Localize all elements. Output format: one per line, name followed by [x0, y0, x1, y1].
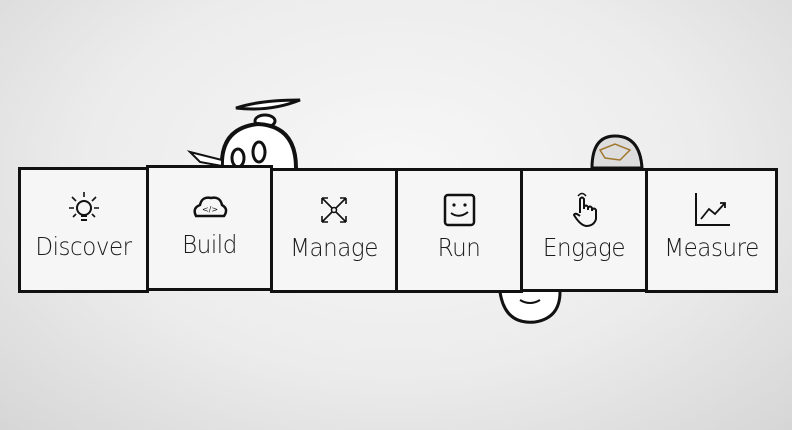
- step-label: Build: [182, 230, 237, 259]
- step-label: Measure: [664, 233, 759, 262]
- step-label: Engage: [542, 233, 626, 262]
- step-build: </> Build: [146, 165, 273, 291]
- step-discover: Discover: [18, 167, 149, 293]
- step-label: Manage: [290, 233, 378, 262]
- step-label: Run: [437, 233, 481, 262]
- step-label: Discover: [35, 232, 132, 261]
- step-engage: Engage: [520, 168, 648, 292]
- expand-arrows-icon: [321, 197, 347, 223]
- step-run: Run: [395, 168, 523, 293]
- step-measure: Measure: [645, 168, 778, 293]
- line-chart-icon: [694, 193, 730, 226]
- svg-text:</>: </>: [201, 205, 217, 214]
- smiley-face-icon: [443, 193, 476, 227]
- lightbulb-icon: [68, 192, 99, 221]
- step-manage: Manage: [270, 168, 398, 293]
- code-cloud-icon: </>: [192, 196, 227, 218]
- pointing-hand-icon: [572, 192, 597, 228]
